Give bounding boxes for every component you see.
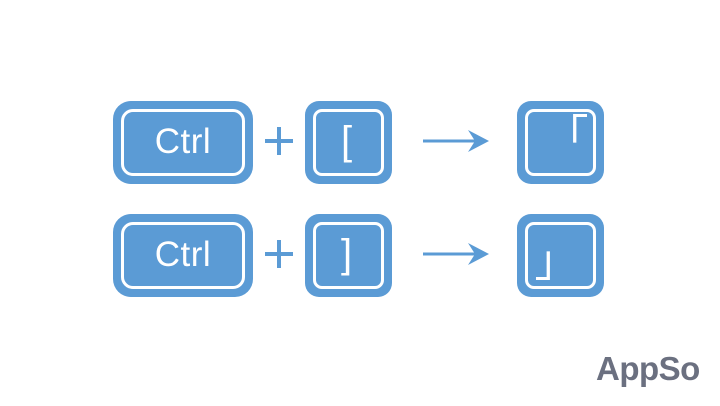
keycap-inner-border: [ bbox=[313, 109, 384, 176]
key-modifier-ctrl[interactable]: Ctrl bbox=[113, 214, 253, 297]
appso-logo: AppSo bbox=[596, 350, 700, 387]
key-close-bracket[interactable]: ] bbox=[305, 214, 392, 297]
plus-icon bbox=[265, 240, 293, 268]
arrow-right-icon bbox=[423, 238, 489, 270]
keycap-inner-border: 」 bbox=[525, 222, 596, 289]
shortcut-row: Ctrl + ] → 」 bbox=[0, 210, 720, 300]
key-label-close-bracket: ] bbox=[340, 231, 353, 276]
key-modifier-ctrl[interactable]: Ctrl bbox=[113, 101, 253, 184]
shortcut-row: Ctrl + [ → 「 bbox=[0, 97, 720, 187]
keycap-inner-border: Ctrl bbox=[121, 109, 245, 176]
keycap-inner-border: 「 bbox=[525, 109, 596, 176]
keycap-inner-border: ] bbox=[313, 222, 384, 289]
key-label-ctrl: Ctrl bbox=[154, 235, 212, 274]
key-result-corner-bracket-open[interactable]: 「 bbox=[517, 101, 604, 184]
key-label-corner-bracket-close: 」 bbox=[534, 236, 579, 286]
key-label-ctrl: Ctrl bbox=[154, 122, 212, 161]
key-result-corner-bracket-close[interactable]: 」 bbox=[517, 214, 604, 297]
arrow-right-icon bbox=[423, 125, 489, 157]
keycap-inner-border: Ctrl bbox=[121, 222, 245, 289]
key-label-open-bracket: [ bbox=[340, 118, 353, 163]
key-label-corner-bracket-open: 「 bbox=[544, 111, 589, 161]
key-open-bracket[interactable]: [ bbox=[305, 101, 392, 184]
plus-icon bbox=[265, 127, 293, 155]
